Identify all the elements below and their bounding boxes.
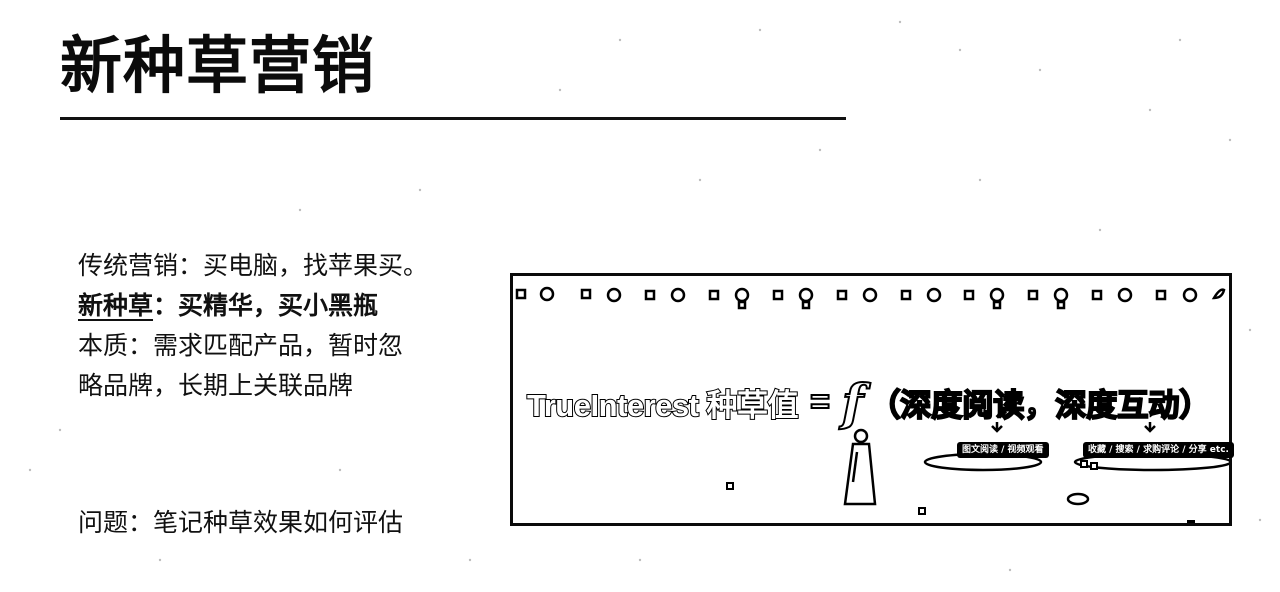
question-line: 问题：笔记种草效果如何评估 bbox=[78, 508, 404, 537]
reading-pill: 图文阅读 / 视频观看 bbox=[957, 442, 1049, 458]
formula-lhs: TrueInterest 种草值 bbox=[526, 387, 800, 424]
formula-function: f bbox=[841, 372, 864, 432]
interaction-pill: 收藏 / 搜索 / 求购评论 / 分享 etc. bbox=[1083, 442, 1234, 458]
new-seeding-line: 新种草：买精华，买小黑瓶 bbox=[78, 286, 498, 326]
page-title: 新种草营销 bbox=[60, 29, 376, 102]
essence-line-1: 本质：需求匹配产品，暂时忽 bbox=[78, 331, 404, 360]
new-seeding-text: ：买精华，买小黑瓶 bbox=[153, 291, 379, 320]
true-interest-formula: TrueInterest 种草值 = f （深度阅读，深度互动） bbox=[526, 372, 1227, 432]
formula-illustration: TrueInterest 种草值 = f （深度阅读，深度互动） 图文阅读 / … bbox=[510, 273, 1234, 526]
figure-person-icon bbox=[843, 428, 877, 506]
formula-equals: = bbox=[809, 382, 831, 422]
title-underline bbox=[60, 117, 846, 120]
formula-rhs: （深度阅读，深度互动） bbox=[868, 387, 1211, 424]
body-text: 传统营销：买电脑，找苹果买。 新种草：买精华，买小黑瓶 本质：需求匹配产品，暂时… bbox=[78, 246, 498, 406]
traditional-marketing-line: 传统营销：买电脑，找苹果买。 bbox=[78, 251, 429, 280]
new-seeding-label: 新种草 bbox=[78, 291, 154, 320]
essence-line-2: 略品牌，长期上关联品牌 bbox=[78, 371, 354, 400]
